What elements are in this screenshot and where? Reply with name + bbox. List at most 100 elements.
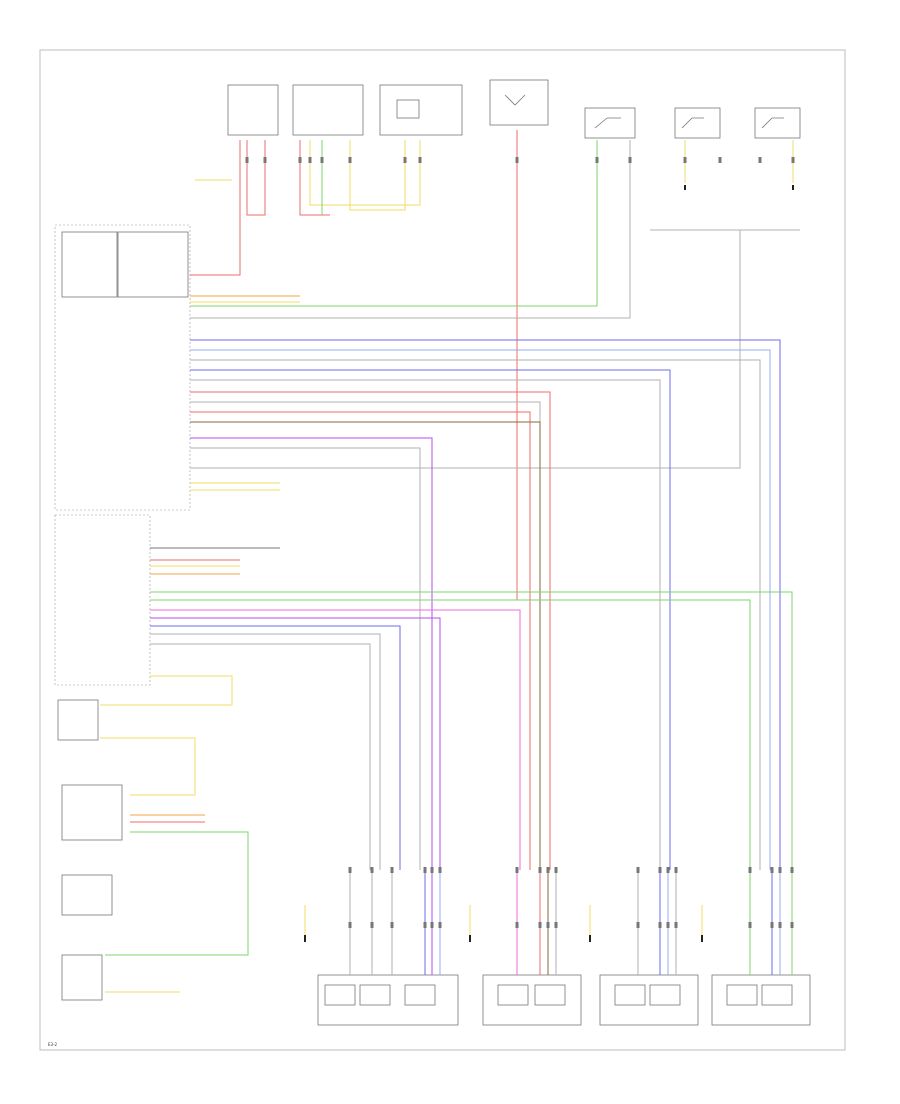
wire-43: [105, 831, 249, 956]
connector-icon: [778, 922, 782, 928]
unit-passenger-door: [482, 974, 582, 1026]
connector-icon: [348, 867, 352, 873]
diagram-frame: [39, 49, 846, 1051]
connector-icon: [370, 922, 374, 928]
connector-icon: [791, 157, 795, 163]
component-passenger-window-switch: [379, 84, 463, 136]
connector-icon: [718, 157, 722, 163]
wire-19: [190, 379, 661, 870]
fuse-block-right: [117, 231, 189, 298]
unit-rear-right-door: [711, 974, 811, 1026]
connector-icon: [554, 867, 558, 873]
connector-icon: [423, 867, 427, 873]
wire-39: [100, 675, 233, 706]
connector-icon: [320, 157, 324, 163]
connector-icon: [790, 867, 794, 873]
connector-icon: [348, 922, 352, 928]
wires: [100, 130, 800, 993]
component-door-switch-right: [754, 107, 801, 139]
wire-35: [150, 617, 441, 870]
wire-23: [190, 421, 541, 870]
wire-40: [100, 737, 196, 796]
component-window-relay: [489, 79, 549, 126]
connector-icon: [778, 867, 782, 873]
component-key-switch: [61, 874, 113, 916]
component-power-supply: [227, 84, 279, 136]
wire-36: [150, 625, 401, 870]
ground-icon: [304, 185, 794, 942]
connector-icon: [595, 157, 599, 163]
switch-icon: [594, 117, 621, 129]
wire-20: [190, 391, 551, 870]
component-door-switch-front: [584, 107, 636, 139]
wire-16: [190, 349, 771, 870]
connector-icon: [390, 867, 394, 873]
connector-icon: [538, 922, 542, 928]
wire-33: [150, 599, 751, 870]
switch-icon: [504, 94, 526, 106]
connector-icon: [636, 867, 640, 873]
connector-icon: [515, 867, 519, 873]
component-lock-switch: [57, 699, 99, 741]
connector-icon: [298, 157, 302, 163]
connector-icon: [538, 867, 542, 873]
wire-15: [190, 339, 781, 870]
connector-icon: [390, 922, 394, 928]
wire-21: [190, 401, 541, 870]
connector-icon: [403, 157, 407, 163]
connector-icon: [430, 922, 434, 928]
wire-1: [246, 140, 266, 216]
connector-icon: [245, 157, 249, 163]
wire-22: [190, 411, 531, 870]
wire-6: [349, 140, 406, 211]
connector-icon: [515, 157, 519, 163]
connector-icon: [674, 867, 678, 873]
connector-icon: [758, 157, 762, 163]
wire-32: [150, 591, 793, 870]
connector-icon: [308, 157, 312, 163]
connector-icon: [370, 867, 374, 873]
connector-icon: [554, 922, 558, 928]
connector-icon: [636, 922, 640, 928]
switch-icon: [761, 117, 784, 129]
connector-icon: [770, 867, 774, 873]
wire-24: [190, 437, 433, 870]
fuse-block-left: [61, 231, 118, 298]
connector-icon: [418, 157, 422, 163]
connector-icon: [748, 867, 752, 873]
connector-icon: [430, 867, 434, 873]
wire-3: [299, 140, 330, 216]
connector-icon: [438, 922, 442, 928]
connector-icon: [748, 922, 752, 928]
lower-module-outline: [54, 514, 151, 686]
wire-9: [190, 140, 598, 307]
connector-icon: [515, 922, 519, 928]
component-sensor-module: [61, 784, 123, 841]
wire-25: [190, 447, 421, 870]
connector-icon: [546, 922, 550, 928]
connector-icon: [263, 157, 267, 163]
connector-icon: [674, 922, 678, 928]
component-door-switch-left: [674, 107, 721, 139]
wire-2: [190, 140, 241, 276]
connector-icon: [683, 157, 687, 163]
connector-icon: [770, 922, 774, 928]
wire-34: [150, 609, 521, 870]
wire-4: [309, 140, 421, 206]
wire-18: [190, 369, 671, 870]
connector-icon: [658, 922, 662, 928]
unit-driver-door: [317, 974, 459, 1026]
switch-icon: [681, 117, 704, 129]
connector-icon: [628, 157, 632, 163]
wire-11: [190, 230, 741, 469]
connector-pins: [245, 157, 795, 928]
connector-icon: [666, 867, 670, 873]
footer-code: E3-2: [48, 1042, 58, 1047]
wire-37: [150, 633, 381, 870]
connector-icon: [546, 867, 550, 873]
connector-icon: [666, 922, 670, 928]
connector-icon: [658, 867, 662, 873]
connector-icon: [423, 922, 427, 928]
